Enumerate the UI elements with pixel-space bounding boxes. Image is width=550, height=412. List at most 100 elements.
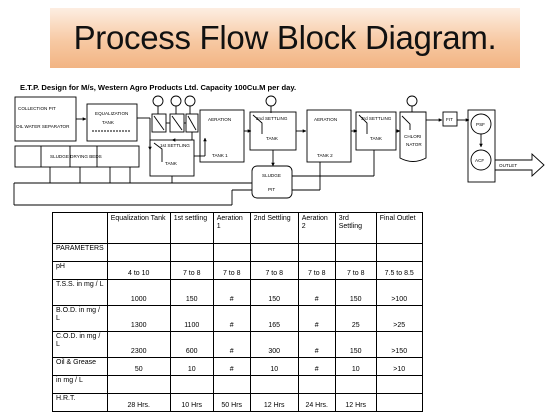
- sludge-drying-beds-label: SLUDGE DRYING BEDS: [50, 154, 102, 159]
- third-settling-label-1: 3rd SETTLING: [361, 116, 392, 121]
- table-cell: [106, 375, 171, 394]
- second-settling-label-2: TANK: [266, 136, 279, 141]
- table-cell: 150: [249, 279, 299, 306]
- table-cell: 12 Hrs: [334, 393, 377, 412]
- fit-label: FIT: [446, 117, 453, 122]
- table-cell: [375, 393, 423, 412]
- table-cell: #: [212, 305, 251, 332]
- row-label: H.R.T.: [52, 393, 108, 412]
- table-cell: 1100: [169, 305, 214, 332]
- outlet-arrow: [495, 152, 545, 178]
- table-cell: #: [212, 279, 251, 306]
- third-settling-label-2: TANK: [370, 136, 383, 141]
- table-cell: [212, 375, 251, 394]
- sludge-drying-beds-box: [14, 145, 140, 168]
- table-cell: 150: [334, 279, 377, 306]
- table-cell: 7 to 8: [212, 261, 251, 280]
- table-cell: >150: [375, 331, 423, 358]
- table-cell: 600: [169, 331, 214, 358]
- page-title: Process Flow Block Diagram.: [73, 19, 497, 56]
- table-cell: 10: [334, 357, 377, 376]
- header-cell: Aeration 2: [297, 212, 336, 244]
- table-cell: [334, 243, 377, 262]
- chlorinator-label-1: CHLORI: [404, 134, 421, 139]
- table-cell: 25: [334, 305, 377, 332]
- header-cell: Aeration 1: [212, 212, 251, 244]
- row-label: PARAMETERS: [52, 243, 108, 262]
- aeration-tank-1-box: [199, 109, 245, 163]
- table-header-row: Equalization Tank 1st settling Aeration …: [52, 212, 423, 244]
- table-cell: 4 to 10: [106, 261, 171, 280]
- header-cell: 1st settling: [169, 212, 214, 244]
- parameters-table: Equalization Tank 1st settling Aeration …: [52, 212, 423, 412]
- table-cell: [334, 375, 377, 394]
- row-label: T.S.S. in mg / L: [52, 279, 108, 306]
- table-cell: #: [212, 357, 251, 376]
- table-row: PARAMETERS: [52, 243, 423, 262]
- second-settling-label-1: 2nd SETTLING: [256, 116, 288, 121]
- aeration2-label-1: AERATION: [314, 117, 337, 122]
- table-cell: 10 Hrs: [169, 393, 214, 412]
- sludge-pit-label-1: SLUDGE: [262, 173, 281, 178]
- row-label: in mg / L: [52, 375, 108, 394]
- table-cell: #: [297, 331, 336, 358]
- chlorinator-box: [399, 111, 427, 162]
- table-cell: #: [297, 357, 336, 376]
- table-cell: #: [297, 305, 336, 332]
- table-cell: 150: [334, 331, 377, 358]
- table-cell: >25: [375, 305, 423, 332]
- table-cell: 165: [249, 305, 299, 332]
- outlet-label: OUTLET: [499, 163, 517, 168]
- aeration2-label-2: TANK 2: [317, 153, 333, 158]
- table-cell: 24 Hrs.: [297, 393, 336, 412]
- table-cell: 7 to 8: [249, 261, 299, 280]
- row-label: C.O.D. in mg / L: [52, 331, 108, 358]
- header-cell: [52, 212, 108, 244]
- table-cell: 7 to 8: [169, 261, 214, 280]
- oil-separator-label: OIL WATER SEPARATOR: [16, 124, 70, 129]
- table-cell: 10: [249, 357, 299, 376]
- process-flow-diagram: COLLECTION PIT OIL WATER SEPARATOR EQUAL…: [13, 95, 545, 206]
- table-cell: 150: [169, 279, 214, 306]
- equalization-label-2: TANK: [102, 120, 115, 125]
- acf-label: ACF: [475, 158, 484, 163]
- acf-filter: [470, 149, 492, 171]
- table-cell: [375, 375, 423, 394]
- header-cell: 3rd Settling: [334, 212, 377, 244]
- sludge-pit-box: [251, 165, 293, 199]
- pump-icon-1: [152, 95, 164, 107]
- table-cell: [297, 243, 336, 262]
- table-cell: 300: [249, 331, 299, 358]
- collection-pit-box: [14, 96, 77, 142]
- psf-acf-frame: [467, 109, 496, 183]
- table-cell: [106, 243, 171, 262]
- aeration1-label-2: TANK 1: [212, 153, 228, 158]
- equalization-tank-box: [86, 103, 138, 142]
- sludge-pit-label-2: PIT: [268, 187, 275, 192]
- row-label: Oil & Grease: [52, 357, 108, 376]
- table-cell: >10: [375, 357, 423, 376]
- table-cell: [169, 375, 214, 394]
- table-cell: [249, 375, 299, 394]
- table-cell: [169, 243, 214, 262]
- table-row: C.O.D. in mg / L 2300 600 # 300 # 150 >1…: [52, 331, 423, 358]
- table-cell: 1000: [106, 279, 171, 306]
- table-cell: 7.5 to 8.5: [375, 261, 423, 280]
- first-settling-label-2: TANK: [165, 161, 178, 166]
- chlorinator-label-2: NATOR: [406, 142, 422, 147]
- fit-box: [442, 111, 458, 127]
- table-cell: 7 to 8: [297, 261, 336, 280]
- table-cell: [297, 375, 336, 394]
- header-cell: 2nd Settling: [249, 212, 299, 244]
- aeration-tank-2-box: [306, 109, 352, 163]
- header-cell: Final Outlet: [375, 212, 423, 244]
- table-cell: [212, 243, 251, 262]
- row-label: pH: [52, 261, 108, 280]
- table-cell: [249, 243, 299, 262]
- pump-icon-2: [170, 95, 182, 107]
- table-row: H.R.T. 28 Hrs. 10 Hrs 50 Hrs 12 Hrs 24 H…: [52, 393, 423, 412]
- equalization-label-1: EQUALIZATION: [95, 111, 128, 116]
- aeration1-label-1: AERATION: [208, 117, 231, 122]
- table-cell: #: [212, 331, 251, 358]
- table-row: in mg / L: [52, 375, 423, 394]
